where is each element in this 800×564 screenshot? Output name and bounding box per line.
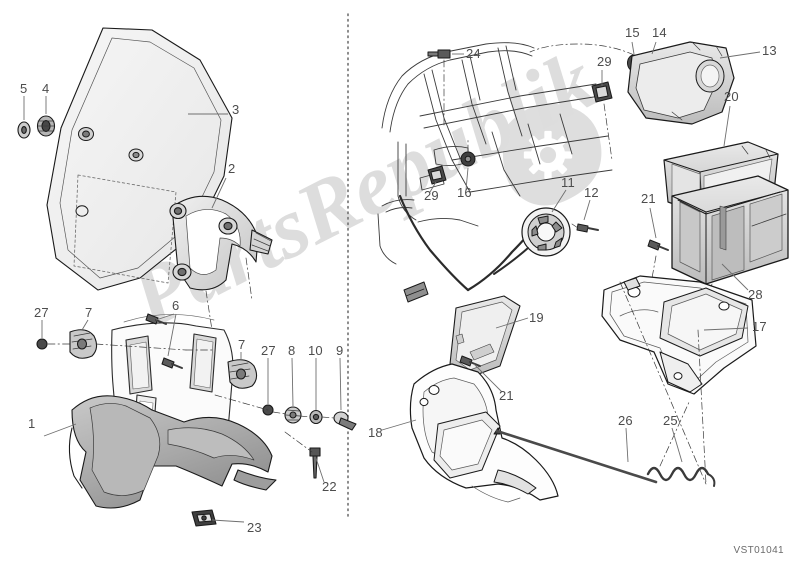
grommet-part-16 (460, 139, 476, 167)
callout-8[interactable]: 8 (288, 343, 296, 358)
screw-part-12 (571, 223, 599, 233)
callout-13[interactable]: 13 (762, 43, 777, 58)
callout-11[interactable]: 11 (561, 175, 575, 190)
callout-17[interactable]: 17 (752, 319, 767, 334)
right-assembly-group (377, 41, 789, 503)
badge-part-23 (191, 509, 217, 527)
callout-26[interactable]: 26 (618, 413, 633, 428)
bolt-part-22 (284, 431, 321, 479)
callout-29-b[interactable]: 29 (424, 188, 439, 203)
lower-fairing-part-18 (409, 363, 559, 503)
callout-12[interactable]: 12 (584, 185, 599, 200)
leader-lines (23, 41, 761, 523)
callout-4[interactable]: 4 (42, 81, 50, 96)
callout-20[interactable]: 20 (724, 89, 739, 104)
callout-21-b[interactable]: 21 (499, 388, 514, 403)
callout-5[interactable]: 5 (20, 81, 28, 96)
callout-19[interactable]: 19 (529, 310, 544, 325)
callout-24[interactable]: 24 (466, 46, 481, 61)
fastener-row-parts-8-9-10-27 (214, 394, 357, 431)
screw-part-6-a (145, 313, 167, 325)
callout-6[interactable]: 6 (172, 298, 180, 313)
callout-23[interactable]: 23 (247, 520, 262, 535)
callout-14[interactable]: 14 (652, 25, 667, 40)
trim-strip-part-19 (449, 295, 521, 379)
callout-7-b[interactable]: 7 (238, 337, 246, 352)
flanged-screw-part-21-upper (647, 239, 669, 301)
callout-15[interactable]: 15 (625, 25, 640, 40)
callout-28[interactable]: 28 (748, 287, 763, 302)
callout-22[interactable]: 22 (322, 479, 337, 494)
nose-fairing-part-1 (68, 395, 277, 509)
subframe-structure (377, 42, 613, 265)
callout-27-a[interactable]: 27 (34, 305, 49, 320)
callout-25[interactable]: 25 (663, 413, 678, 428)
mount-bush-part-7-left (69, 329, 98, 359)
tie-rod-part-26 (493, 427, 658, 484)
clamp-part-29-b (427, 165, 447, 185)
callout-9[interactable]: 9 (336, 343, 344, 358)
spring-part-25 (619, 281, 716, 487)
windscreen-bracket-part-2 (169, 195, 273, 331)
instrument-cover-part-13 (627, 41, 735, 125)
callout-27-b[interactable]: 27 (261, 343, 276, 358)
ignition-cover-part-11 (493, 207, 571, 275)
mount-bush-part-7-right (227, 359, 258, 389)
clamp-part-29-a (591, 81, 613, 161)
battery-box-part-28 (671, 175, 789, 331)
callout-29-a[interactable]: 29 (597, 54, 612, 69)
callout-1[interactable]: 1 (28, 416, 36, 431)
flanged-screw-part-21-lower (459, 355, 481, 367)
left-assembly-group (17, 27, 357, 527)
callout-7-a[interactable]: 7 (85, 305, 93, 320)
callout-21-a[interactable]: 21 (641, 191, 656, 206)
screw-part-6-b (161, 357, 183, 369)
callout-18[interactable]: 18 (368, 425, 383, 440)
callout-3[interactable]: 3 (232, 102, 240, 117)
ball-stud-part-27-left (36, 338, 48, 350)
callout-10[interactable]: 10 (308, 343, 323, 358)
diagram-code-label: VST01041 (733, 545, 784, 556)
windscreen-grommet-part-4 (36, 115, 56, 137)
windscreen-washer-part-5 (17, 121, 31, 139)
bolt-part-24 (427, 49, 451, 129)
callout-2[interactable]: 2 (228, 161, 236, 176)
callout-16[interactable]: 16 (457, 185, 472, 200)
battery-tray-part-17 (601, 275, 757, 395)
